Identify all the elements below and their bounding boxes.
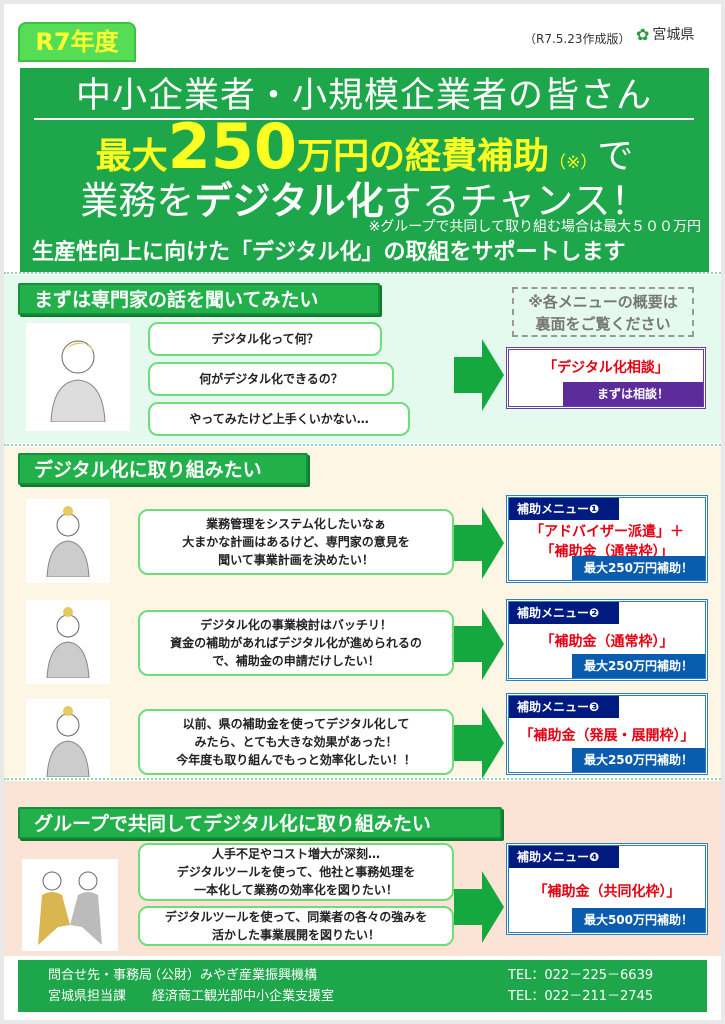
person-illustration <box>26 699 110 783</box>
menu-result-box: 補助メニュー❷「補助金（通常枠）」最大250万円補助！ <box>506 599 708 681</box>
menu4-result-box: 補助メニュー❹ 「補助金（共同化枠）」 最大500万円補助！ <box>506 843 708 935</box>
thinking-person-illustration <box>26 323 130 431</box>
section-group: グループで共同してデジタル化に取り組みたい 人手不足やコスト増大が深刻…デジタル… <box>4 781 721 956</box>
arrow-right-icon <box>454 507 504 579</box>
need-bubble: デジタル化の事業検討はバッチリ！資金の補助があればデジタル化が進められるので、補… <box>138 610 454 676</box>
consult-result-box: 「デジタル化相談」 まずは相談！ <box>506 347 706 409</box>
need-bubble: 以前、県の補助金を使ってデジタル化してみたら、とても大きな効果があった！今年度も… <box>138 709 454 775</box>
section-title: グループで共同してデジタル化に取り組みたい <box>18 807 502 839</box>
menu-result-box: 補助メニュー❶「アドバイザー派遣」＋「補助金（通常枠）」最大250万円補助！ <box>506 495 708 583</box>
see-reverse-note: ※各メニューの概要は裏面をご覧ください <box>512 287 694 337</box>
arrow-right-icon <box>454 871 504 943</box>
result-label: まずは相談！ <box>563 382 703 406</box>
group-footnote: ※グループで共同して取り組む場合は最大５００万円 <box>368 219 701 235</box>
digital-chance-heading: 業務をデジタル化するチャンス！ <box>80 179 649 223</box>
hero-banner: 中小企業者・小規模企業者の皆さん 最大250万円の経費補助（※）で 業務をデジタ… <box>20 68 709 272</box>
arrow-right-icon <box>454 608 504 680</box>
audience-heading: 中小企業者・小規模企業者の皆さん <box>34 74 694 120</box>
person-illustration <box>26 499 110 583</box>
group-bubble-2: デジタルツールを使って、同業者の各々の強みを活かした事業展開を図りたい！ <box>138 906 454 946</box>
question-bubble: やってみたけど上手くいかない… <box>148 402 410 436</box>
section-title: デジタル化に取り組みたい <box>18 453 308 485</box>
arrow-right-icon <box>454 339 504 411</box>
prefecture-emblem-icon: ✿ <box>636 24 650 44</box>
max-subsidy-heading: 最大250万円の経費補助（※）で <box>95 110 634 183</box>
edition-date: （R7.5.23作成版） <box>524 32 631 46</box>
fiscal-year-tab: R7年度 <box>18 22 136 62</box>
section-digitalize: デジタル化に取り組みたい 業務管理をシステム化したいなぁ大まかな計画はあるけど、… <box>4 447 721 783</box>
question-bubble: デジタル化って何？ <box>148 322 382 356</box>
flyer-page: R7年度 （R7.5.23作成版） ✿宮城県 中小企業者・小規模企業者の皆さん … <box>4 4 721 1020</box>
need-bubble: 業務管理をシステム化したいなぁ大まかな計画はあるけど、専門家の意見を聞いて事業計… <box>138 509 454 575</box>
group-bubble-1: 人手不足やコスト増大が深刻…デジタルツールを使って、他社と事務処理を一本化して業… <box>138 843 454 901</box>
miyagi-logo: ✿宮城県 <box>636 24 695 44</box>
question-bubble: 何がデジタル化できるの？ <box>148 362 394 396</box>
section-title: まずは専門家の話を聞いてみたい <box>18 283 380 315</box>
support-statement: 生産性向上に向けた「デジタル化」の取組をサポートします <box>32 240 626 265</box>
person-illustration <box>26 600 110 684</box>
menu-result-box: 補助メニュー❸「補助金（発展・展開枠）」最大250万円補助！ <box>506 693 708 775</box>
section-consult: まずは専門家の話を聞いてみたい デジタル化って何？ 何がデジタル化できるの？ や… <box>4 275 721 443</box>
handshake-illustration <box>22 859 118 951</box>
arrow-right-icon <box>454 707 504 779</box>
